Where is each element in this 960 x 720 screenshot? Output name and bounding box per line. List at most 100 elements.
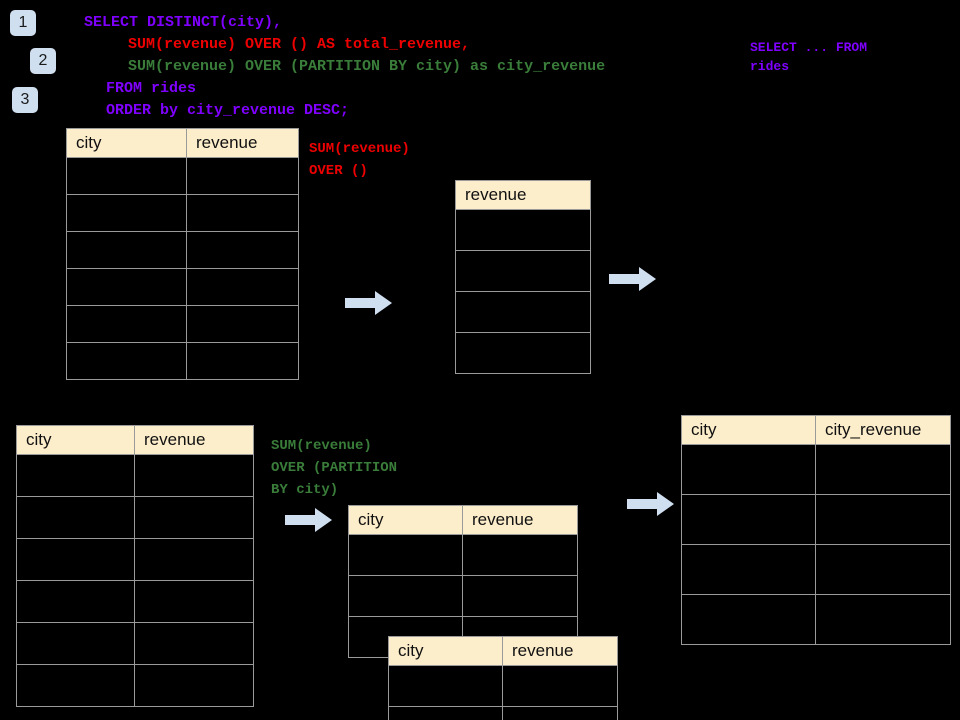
table-cell xyxy=(134,538,254,581)
table-cell xyxy=(681,494,816,545)
table-row xyxy=(348,575,578,617)
table-cell xyxy=(16,454,135,497)
table-row xyxy=(16,538,254,581)
table-cell xyxy=(66,268,187,306)
table-cell xyxy=(66,157,187,195)
table-row xyxy=(66,342,299,380)
table-cell xyxy=(186,268,299,306)
table-cell xyxy=(186,157,299,195)
table-cell xyxy=(455,332,591,374)
table-cell xyxy=(681,444,816,495)
table-cell xyxy=(186,305,299,343)
table-row xyxy=(455,291,591,333)
arrow-partition-to-result-icon xyxy=(627,492,674,516)
table-row xyxy=(66,268,299,306)
table-cell xyxy=(134,496,254,539)
arrow-source-to-partition-icon xyxy=(285,508,332,532)
column-header-revenue: revenue xyxy=(502,636,618,666)
table-cell xyxy=(815,544,951,595)
table-cell xyxy=(502,706,618,720)
table-cell xyxy=(66,342,187,380)
table-row xyxy=(66,305,299,343)
table-row xyxy=(455,250,591,292)
table-row xyxy=(66,231,299,269)
table-cell xyxy=(66,231,187,269)
table-row xyxy=(16,580,254,623)
sql-line-3: SUM(revenue) OVER (PARTITION BY city) as… xyxy=(128,58,606,75)
table-cell xyxy=(16,622,135,665)
table-cell xyxy=(16,496,135,539)
table-cell xyxy=(186,342,299,380)
table-row xyxy=(681,444,951,495)
column-header-city: city xyxy=(681,415,816,445)
table-cell xyxy=(455,209,591,251)
table-cell xyxy=(134,580,254,623)
table-cell xyxy=(815,494,951,545)
table-cell xyxy=(16,664,135,707)
table-cell xyxy=(186,231,299,269)
sql-line-5: ORDER by city_revenue DESC; xyxy=(106,102,350,119)
column-header-revenue: revenue xyxy=(462,505,578,535)
step-badge-1: 1 xyxy=(10,10,36,36)
table-total-revenue: revenue xyxy=(455,180,591,374)
table-cell xyxy=(16,580,135,623)
step-badge-2: 2 xyxy=(30,48,56,74)
column-header-city: city xyxy=(16,425,135,455)
arrow-source-to-total-icon xyxy=(345,291,392,315)
column-header-city: city xyxy=(348,505,463,535)
table-cell xyxy=(186,194,299,232)
table-row xyxy=(16,622,254,665)
table-cell xyxy=(348,534,463,576)
table-cell xyxy=(134,622,254,665)
table-row xyxy=(681,544,951,595)
arrow-total-to-result-icon xyxy=(609,267,656,291)
table-header-row: revenue xyxy=(455,180,591,210)
table-cell xyxy=(462,575,578,617)
step-badge-3: 3 xyxy=(12,87,38,113)
table-cell xyxy=(134,664,254,707)
table-row xyxy=(16,664,254,707)
table-cell xyxy=(455,250,591,292)
table-row xyxy=(455,332,591,374)
column-header-revenue: revenue xyxy=(455,180,591,210)
sql-line-4: FROM rides xyxy=(106,80,197,97)
table-cell xyxy=(455,291,591,333)
table-row xyxy=(681,594,951,645)
table-cell xyxy=(134,454,254,497)
table-row xyxy=(66,194,299,232)
table-cell xyxy=(502,665,618,707)
sql-line-2: SUM(revenue) OVER () AS total_revenue, xyxy=(128,36,471,53)
table-cell xyxy=(388,665,503,707)
table-cell xyxy=(348,575,463,617)
annotation-select-from-rides: SELECT ... FROM rides xyxy=(750,40,868,74)
sql-code-block: SELECT DISTINCT(city), SUM(revenue) OVER … xyxy=(84,12,605,122)
table-row xyxy=(16,496,254,539)
table-row xyxy=(681,494,951,545)
table-cell xyxy=(388,706,503,720)
annotation-sum-over-partition: SUM(revenue) OVER (PARTITION BY city) xyxy=(271,438,398,498)
column-header-city: city xyxy=(388,636,503,666)
table-row xyxy=(455,209,591,251)
table-cell xyxy=(16,538,135,581)
table-row xyxy=(388,665,618,707)
table-row xyxy=(66,157,299,195)
table-cell xyxy=(66,194,187,232)
table-cell xyxy=(815,444,951,495)
sql-line-1: SELECT DISTINCT(city), xyxy=(84,14,283,31)
table-cell xyxy=(462,534,578,576)
table-cell xyxy=(66,305,187,343)
table-row xyxy=(16,454,254,497)
column-header-city_revenue: city_revenue xyxy=(815,415,951,445)
column-header-city: city xyxy=(66,128,187,158)
column-header-revenue: revenue xyxy=(134,425,254,455)
table-cell xyxy=(681,594,816,645)
table-row xyxy=(388,706,618,720)
